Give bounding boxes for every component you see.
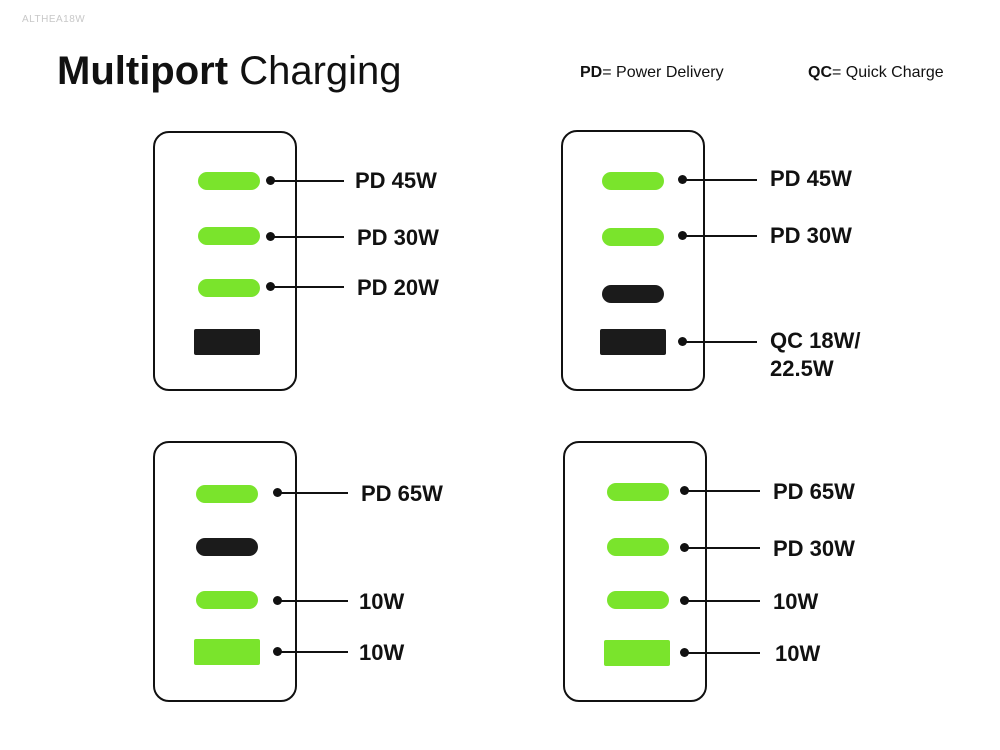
connector-dot bbox=[273, 647, 282, 656]
connector-dot bbox=[680, 543, 689, 552]
port-label: PD 30W bbox=[773, 536, 855, 561]
connector-line bbox=[271, 180, 344, 182]
legend-qc-text: = Quick Charge bbox=[832, 64, 944, 81]
charger-1-port-4 bbox=[194, 329, 260, 355]
page-title: Multiport Charging bbox=[57, 48, 402, 94]
title-bold: Multiport bbox=[57, 49, 229, 93]
connector-line bbox=[683, 341, 757, 343]
charger-2 bbox=[561, 130, 705, 391]
port-label: 10W bbox=[359, 640, 405, 665]
connector-dot bbox=[678, 337, 687, 346]
port-label: 10W bbox=[773, 589, 819, 614]
charger-2-port-3 bbox=[602, 285, 664, 303]
port-label: 22.5W bbox=[770, 356, 834, 381]
connector-dot bbox=[678, 175, 687, 184]
port-label: 10W bbox=[359, 589, 405, 614]
charger-2-port-1 bbox=[602, 172, 664, 190]
charger-1-port-2 bbox=[198, 227, 260, 245]
connector-dot bbox=[273, 596, 282, 605]
connector-dot bbox=[266, 232, 275, 241]
charger-4-port-2 bbox=[607, 538, 669, 556]
connector-dot bbox=[680, 486, 689, 495]
connector-line bbox=[278, 651, 348, 653]
charger-3-port-3 bbox=[196, 591, 258, 609]
port-label: PD 45W bbox=[355, 168, 437, 193]
legend-qc: QC= Quick Charge bbox=[808, 64, 944, 82]
port-label: PD 65W bbox=[773, 479, 855, 504]
charger-1-port-1 bbox=[198, 172, 260, 190]
connector-dot bbox=[680, 596, 689, 605]
charger-3-port-4 bbox=[194, 639, 260, 665]
legend-pd-text: = Power Delivery bbox=[602, 64, 724, 81]
connector-line bbox=[685, 652, 760, 654]
charger-3 bbox=[153, 441, 297, 702]
connector-line bbox=[685, 490, 760, 492]
port-label: 10W bbox=[775, 641, 821, 666]
port-label: QC 18W/ bbox=[770, 328, 861, 353]
legend-pd: PD= Power Delivery bbox=[580, 64, 724, 82]
charger-2-port-4 bbox=[600, 329, 666, 355]
charger-1 bbox=[153, 131, 297, 391]
connector-dot bbox=[266, 176, 275, 185]
charger-4-port-3 bbox=[607, 591, 669, 609]
port-label: PD 30W bbox=[357, 225, 439, 250]
port-label: PD 20W bbox=[357, 275, 439, 300]
connector-line bbox=[278, 492, 348, 494]
watermark-text: ALTHEA18W bbox=[22, 14, 86, 25]
connector-line bbox=[683, 235, 757, 237]
legend-pd-abbr: PD bbox=[580, 64, 603, 81]
port-label: PD 45W bbox=[770, 166, 852, 191]
connector-dot bbox=[266, 282, 275, 291]
connector-line bbox=[685, 547, 760, 549]
connector-line bbox=[685, 600, 760, 602]
legend-qc-abbr: QC bbox=[808, 64, 832, 81]
connector-dot bbox=[680, 648, 689, 657]
charger-3-port-2 bbox=[196, 538, 258, 556]
charger-4-port-4 bbox=[604, 640, 670, 666]
title-regular: Charging bbox=[239, 49, 402, 93]
connector-line bbox=[683, 179, 757, 181]
charger-4 bbox=[563, 441, 707, 702]
charger-1-port-3 bbox=[198, 279, 260, 297]
charger-4-port-1 bbox=[607, 483, 669, 501]
connector-line bbox=[271, 236, 344, 238]
connector-dot bbox=[273, 488, 282, 497]
charger-3-port-1 bbox=[196, 485, 258, 503]
connector-dot bbox=[678, 231, 687, 240]
port-label: PD 65W bbox=[361, 481, 443, 506]
connector-line bbox=[271, 286, 344, 288]
connector-line bbox=[278, 600, 348, 602]
charger-2-port-2 bbox=[602, 228, 664, 246]
port-label: PD 30W bbox=[770, 223, 852, 248]
